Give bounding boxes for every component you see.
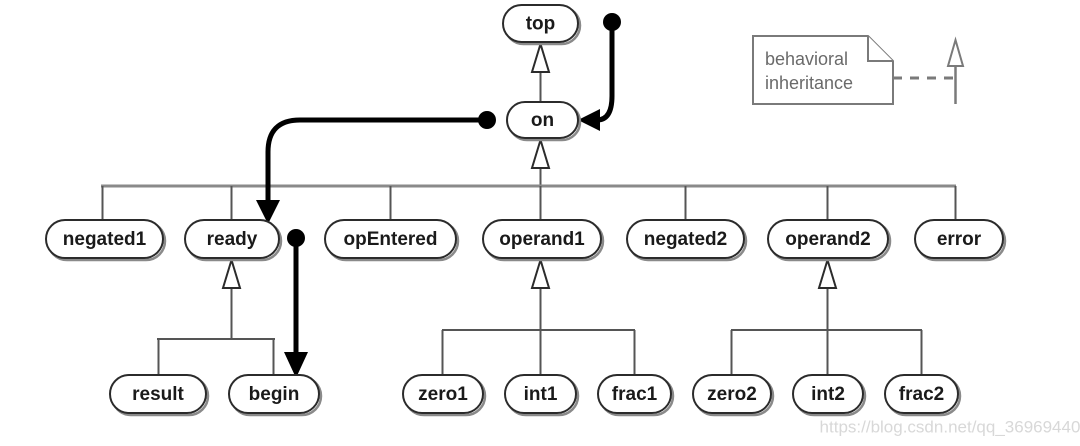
transition-initial-to-on <box>592 26 615 123</box>
state-node-top[interactable]: top <box>502 4 582 46</box>
state-outline <box>228 374 320 414</box>
state-node-opEntered[interactable]: opEntered <box>324 219 460 262</box>
state-nodes: top on negated1 ready opEntered operand1 negat… <box>45 4 1007 417</box>
arrowhead-initial-to-on <box>578 109 600 131</box>
state-outline <box>506 101 579 139</box>
note-line-2: inheritance <box>765 73 853 93</box>
state-outline <box>402 374 484 414</box>
inheritance-arrowheads <box>221 40 838 289</box>
arrowhead-on-to-ready <box>256 200 280 224</box>
state-node-begin[interactable]: begin <box>228 374 323 417</box>
state-label: int1 <box>524 384 558 405</box>
note-body <box>752 35 894 105</box>
state-label: operand1 <box>499 229 585 250</box>
state-label: zero1 <box>418 384 468 405</box>
inheritance-triangle-on-to-top <box>530 40 551 73</box>
state-outline <box>109 374 207 414</box>
state-node-zero1[interactable]: zero1 <box>402 374 487 417</box>
legend-note: behavioral inheritance <box>752 35 965 105</box>
state-label: opEntered <box>344 229 438 250</box>
state-node-error[interactable]: error <box>914 219 1007 262</box>
state-node-result[interactable]: result <box>109 374 210 417</box>
state-label: frac2 <box>899 384 944 405</box>
state-node-int2[interactable]: int2 <box>792 374 867 417</box>
state-label: error <box>937 229 982 250</box>
state-node-frac1[interactable]: frac1 <box>597 374 675 417</box>
state-outline <box>45 219 164 259</box>
state-node-negated1[interactable]: negated1 <box>45 219 167 262</box>
watermark: https://blog.csdn.net/qq_36969440 <box>820 417 1080 436</box>
state-outline <box>324 219 457 259</box>
state-outline <box>597 374 672 414</box>
state-outline <box>792 374 864 414</box>
legend-inheritance-triangle-icon <box>946 36 965 67</box>
transition-on-to-ready <box>265 117 483 206</box>
state-node-negated2[interactable]: negated2 <box>626 219 748 262</box>
state-label: frac1 <box>612 384 658 405</box>
note-fold-corner <box>867 36 893 62</box>
state-label: result <box>132 384 184 405</box>
state-outline <box>504 374 577 414</box>
note-line-1: behavioral <box>765 49 848 69</box>
state-label: ready <box>207 229 258 250</box>
state-label: negated1 <box>63 229 147 250</box>
inheritance-triangle-operand1-children <box>530 256 551 289</box>
state-outline <box>692 374 772 414</box>
state-label: on <box>531 110 554 131</box>
state-label: begin <box>249 384 300 405</box>
state-node-zero2[interactable]: zero2 <box>692 374 775 417</box>
state-node-frac2[interactable]: frac2 <box>884 374 962 417</box>
state-outline <box>767 219 889 259</box>
transition-source-dot-ready <box>287 229 305 247</box>
transition-source-dot-on <box>478 111 496 129</box>
state-node-ready[interactable]: ready <box>184 219 283 262</box>
state-node-on[interactable]: on <box>506 101 582 142</box>
state-node-operand1[interactable]: operand1 <box>482 219 605 262</box>
state-outline <box>884 374 959 414</box>
state-label: negated2 <box>644 229 727 250</box>
state-outline <box>184 219 280 259</box>
state-outline <box>914 219 1004 259</box>
state-label: top <box>526 14 556 35</box>
arrowhead-ready-to-begin <box>284 352 308 378</box>
initial-pseudostate-dot <box>603 13 621 31</box>
inheritance-triangle-operand2-children <box>817 256 838 289</box>
state-label: zero2 <box>707 384 757 405</box>
state-label: int2 <box>811 384 845 405</box>
state-outline <box>502 4 579 43</box>
transitions <box>256 13 621 378</box>
state-outline <box>626 219 745 259</box>
state-node-operand2[interactable]: operand2 <box>767 219 892 262</box>
inheritance-triangle-children-to-on <box>530 136 551 169</box>
state-label: operand2 <box>785 229 871 250</box>
state-node-int1[interactable]: int1 <box>504 374 580 417</box>
inheritance-triangle-ready-children <box>221 256 242 289</box>
state-outline <box>482 219 602 259</box>
